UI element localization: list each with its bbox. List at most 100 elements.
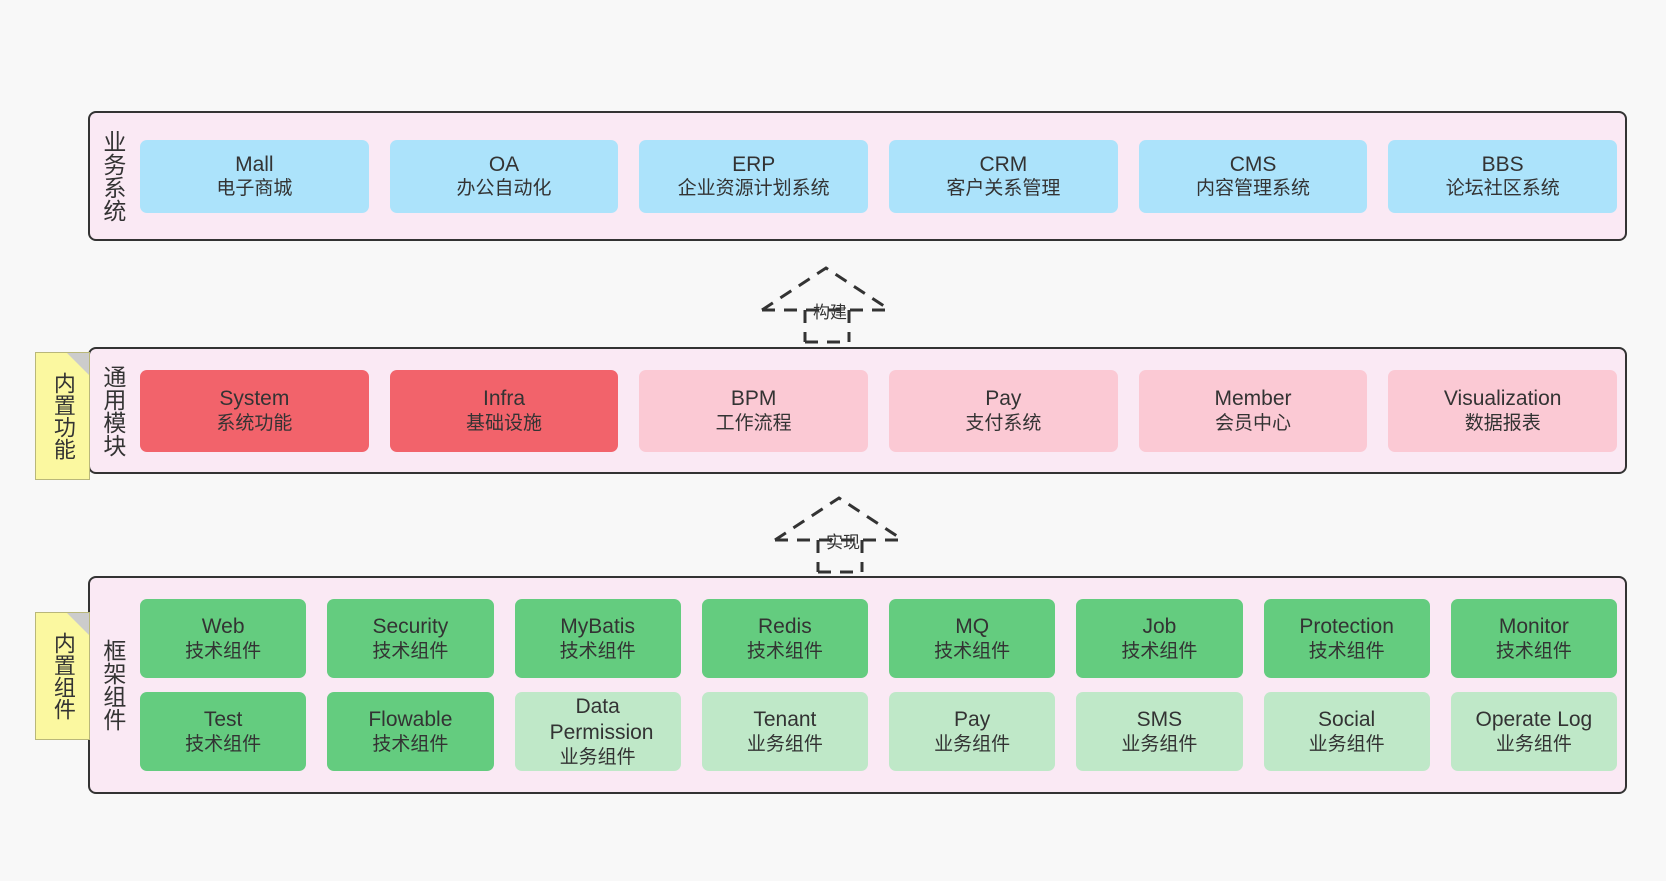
card-title: Web xyxy=(201,615,245,639)
arrow-build-label: 构建 xyxy=(813,303,847,322)
arrow-build: 构建 xyxy=(757,262,917,344)
card-subtitle: 业务组件 xyxy=(934,733,1011,755)
card-subtitle: 办公自动化 xyxy=(456,178,552,200)
layer-body-framework-components: Web 技术组件 Security 技术组件 MyBatis 技术组件 Redi… xyxy=(134,578,1625,792)
card-member[interactable]: Member 会员中心 xyxy=(1138,369,1368,452)
card-subtitle: 技术组件 xyxy=(372,640,449,662)
card-subtitle: 技术组件 xyxy=(372,733,449,755)
card-title: MyBatis xyxy=(560,615,635,639)
card-flowable[interactable]: Flowable 技术组件 xyxy=(327,692,494,771)
note-builtin-components: 内置组件 xyxy=(35,612,90,740)
card-title: Tenant xyxy=(753,708,817,732)
card-subtitle: 业务组件 xyxy=(559,746,636,768)
card-data-permission[interactable]: Data Permission 业务组件 xyxy=(514,692,681,771)
card-bpm[interactable]: BPM 工作流程 xyxy=(639,369,869,452)
card-title: Pay xyxy=(954,708,991,732)
card-title: Monitor xyxy=(1498,615,1569,639)
card-subtitle: 业务组件 xyxy=(1495,733,1572,755)
card-subtitle: 企业资源计划系统 xyxy=(677,178,830,200)
note-label: 内置组件 xyxy=(50,632,76,720)
card-title: Security xyxy=(372,615,449,639)
layer-title-common-modules: 通用模块 xyxy=(99,364,126,457)
card-subtitle: 客户关系管理 xyxy=(946,178,1061,200)
card-subtitle: 业务组件 xyxy=(1308,733,1385,755)
card-title: CMS xyxy=(1229,152,1277,176)
card-bbs[interactable]: BBS 论坛社区系统 xyxy=(1388,139,1618,213)
note-builtin-features: 内置功能 xyxy=(35,352,90,480)
card-title: Test xyxy=(203,708,243,732)
arrow-implement: 实现 xyxy=(770,492,930,574)
card-infra[interactable]: Infra 基础设施 xyxy=(389,369,619,452)
card-row: Test 技术组件 Flowable 技术组件 Data Permission … xyxy=(140,692,1617,771)
card-subtitle: 技术组件 xyxy=(1308,640,1385,662)
card-social[interactable]: Social 业务组件 xyxy=(1263,692,1430,771)
card-oa[interactable]: OA 办公自动化 xyxy=(389,139,619,213)
card-title: OA xyxy=(488,152,520,176)
card-operate-log[interactable]: Operate Log 业务组件 xyxy=(1450,692,1617,771)
card-pay-business[interactable]: Pay 业务组件 xyxy=(889,692,1056,771)
card-visualization[interactable]: Visualization 数据报表 xyxy=(1388,369,1618,452)
card-title: BPM xyxy=(730,387,777,411)
card-row: Mall 电子商城 OA 办公自动化 ERP 企业资源计划系统 CRM 客户关系… xyxy=(140,139,1618,213)
card-tenant[interactable]: Tenant 业务组件 xyxy=(701,692,868,771)
note-label: 内置功能 xyxy=(50,372,76,460)
card-mybatis[interactable]: MyBatis 技术组件 xyxy=(514,599,681,678)
card-subtitle: 内容管理系统 xyxy=(1196,178,1311,200)
card-title: Social xyxy=(1318,708,1376,732)
card-title: MQ xyxy=(955,615,990,639)
card-subtitle: 工作流程 xyxy=(715,412,792,434)
card-title: Visualization xyxy=(1443,387,1562,411)
card-row: Web 技术组件 Security 技术组件 MyBatis 技术组件 Redi… xyxy=(140,599,1617,678)
layer-business-systems: 业务系统 Mall 电子商城 OA 办公自动化 ERP 企业资源计划系统 CRM… xyxy=(88,111,1627,241)
card-sms[interactable]: SMS 业务组件 xyxy=(1076,692,1243,771)
card-mq[interactable]: MQ 技术组件 xyxy=(889,599,1056,678)
card-title: Operate Log xyxy=(1475,708,1593,732)
card-test[interactable]: Test 技术组件 xyxy=(140,692,307,771)
card-web[interactable]: Web 技术组件 xyxy=(140,599,307,678)
card-subtitle: 技术组件 xyxy=(185,640,262,662)
card-title: CRM xyxy=(979,152,1028,176)
note-fold-icon xyxy=(67,353,89,375)
card-row: System 系统功能 Infra 基础设施 BPM 工作流程 Pay 支付系统… xyxy=(140,369,1618,452)
card-subtitle: 技术组件 xyxy=(1495,640,1572,662)
card-title: Infra xyxy=(482,387,526,411)
card-subtitle: 支付系统 xyxy=(965,412,1042,434)
layer-body-business-systems: Mall 电子商城 OA 办公自动化 ERP 企业资源计划系统 CRM 客户关系… xyxy=(134,113,1625,239)
card-title: Data Permission xyxy=(549,695,654,744)
card-monitor[interactable]: Monitor 技术组件 xyxy=(1450,599,1617,678)
card-subtitle: 论坛社区系统 xyxy=(1445,178,1560,200)
card-title: SMS xyxy=(1136,708,1183,732)
card-title: Pay xyxy=(985,387,1022,411)
card-title: Redis xyxy=(758,615,812,639)
card-title: Flowable xyxy=(368,708,453,732)
layer-body-common-modules: System 系统功能 Infra 基础设施 BPM 工作流程 Pay 支付系统… xyxy=(134,349,1625,472)
card-security[interactable]: Security 技术组件 xyxy=(327,599,494,678)
card-title: BBS xyxy=(1481,152,1524,176)
layer-title-framework-components: 框架组件 xyxy=(99,639,126,731)
card-mall[interactable]: Mall 电子商城 xyxy=(140,139,369,213)
arrow-implement-label: 实现 xyxy=(826,533,860,552)
card-title: ERP xyxy=(732,152,776,176)
card-title: Protection xyxy=(1299,615,1394,639)
card-title: Job xyxy=(1142,615,1177,639)
card-subtitle: 数据报表 xyxy=(1464,412,1541,434)
card-subtitle: 技术组件 xyxy=(185,733,262,755)
card-subtitle: 技术组件 xyxy=(934,640,1011,662)
card-crm[interactable]: CRM 客户关系管理 xyxy=(889,139,1118,213)
card-erp[interactable]: ERP 企业资源计划系统 xyxy=(639,139,869,213)
card-job[interactable]: Job 技术组件 xyxy=(1076,599,1243,678)
card-subtitle: 电子商城 xyxy=(216,178,293,200)
card-subtitle: 业务组件 xyxy=(1121,733,1198,755)
card-subtitle: 技术组件 xyxy=(746,640,823,662)
layer-framework-components: 框架组件 Web 技术组件 Security 技术组件 MyBatis 技术组件… xyxy=(88,576,1627,794)
card-title: Mall xyxy=(235,152,274,176)
card-protection[interactable]: Protection 技术组件 xyxy=(1263,599,1430,678)
card-cms[interactable]: CMS 内容管理系统 xyxy=(1138,139,1368,213)
card-pay[interactable]: Pay 支付系统 xyxy=(889,369,1118,452)
card-redis[interactable]: Redis 技术组件 xyxy=(701,599,868,678)
card-subtitle: 业务组件 xyxy=(746,733,823,755)
layer-common-modules: 通用模块 System 系统功能 Infra 基础设施 BPM 工作流程 Pay… xyxy=(88,347,1627,474)
card-subtitle: 会员中心 xyxy=(1215,412,1292,434)
card-system[interactable]: System 系统功能 xyxy=(140,369,369,452)
